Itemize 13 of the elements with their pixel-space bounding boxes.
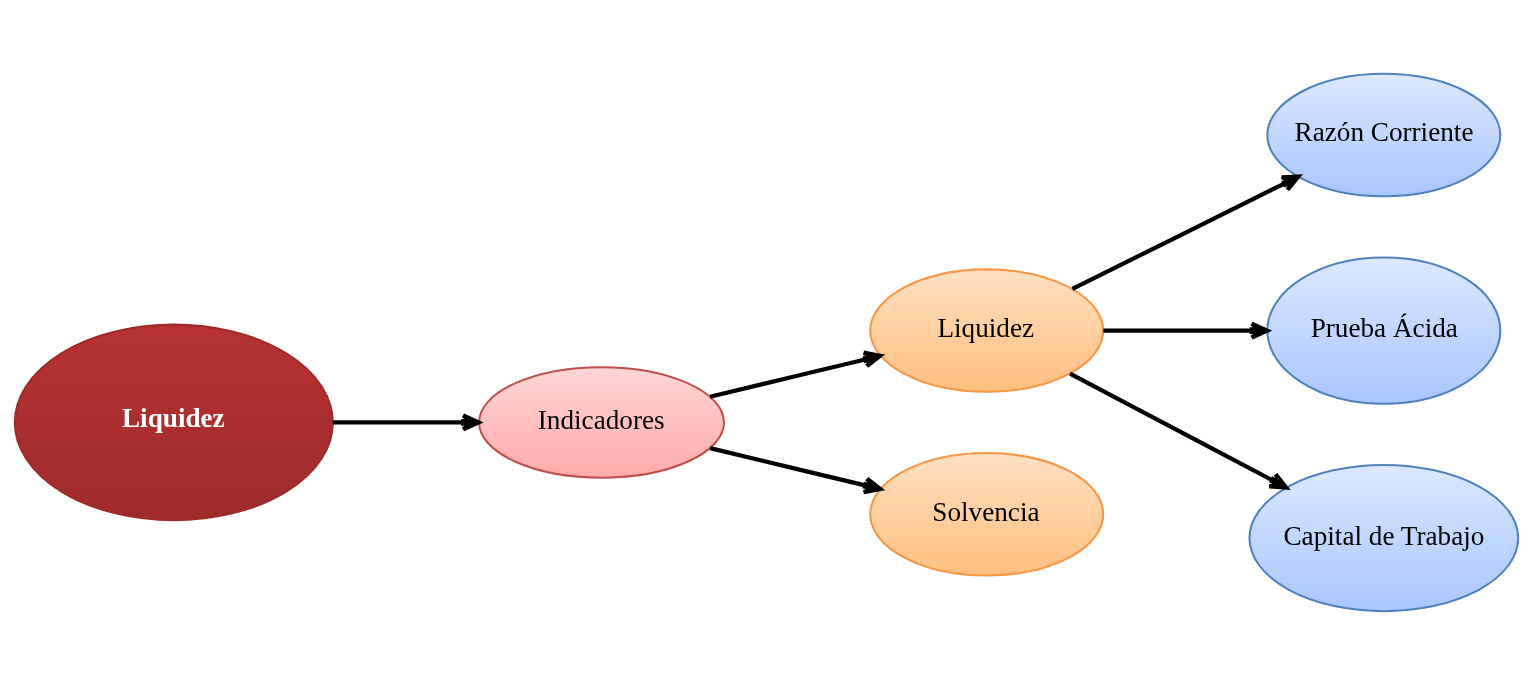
arrow — [332, 412, 481, 431]
node-ellipse: Prueba Ácida — [1266, 255, 1502, 405]
arrow — [709, 445, 883, 494]
arrow — [1071, 174, 1301, 291]
node-ellipse: Indicadores — [478, 365, 725, 479]
node-ellipse: Razón Corriente — [1266, 72, 1502, 197]
arrow — [1069, 371, 1289, 490]
arrow — [1103, 321, 1270, 340]
node-ellipse: Capital de Trabajo — [1248, 463, 1520, 612]
arrow — [709, 350, 883, 399]
node-ellipse: Liquidez — [869, 267, 1105, 393]
node-ellipse: Liquidez — [13, 323, 334, 521]
node-ellipse: Solvencia — [869, 451, 1105, 576]
